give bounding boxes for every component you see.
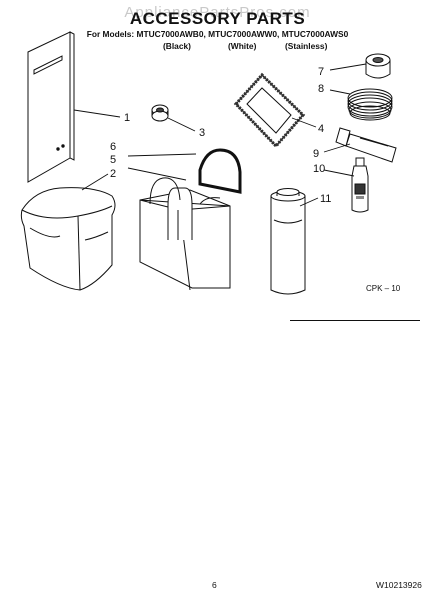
callout-2: 2: [110, 168, 116, 180]
variant-stainless: (Stainless): [285, 41, 328, 51]
watermark: AppliancePartsPros.com: [124, 4, 311, 21]
door-panel-part: [27, 31, 75, 183]
seal-sheet-part: [233, 72, 306, 149]
callout-7: 7: [318, 66, 324, 78]
callout-8: 8: [318, 83, 324, 95]
variant-white: (White): [228, 41, 257, 51]
callout-3: 3: [199, 127, 205, 139]
callout-11: 11: [320, 193, 331, 205]
bottle-part: [351, 157, 369, 213]
spray-can-part: [270, 188, 306, 295]
bag-part: [20, 187, 116, 291]
cap-part: [151, 104, 169, 122]
adhesive-tube-part: [335, 127, 397, 163]
callout-6: 6: [110, 141, 116, 153]
page-number: 6: [212, 580, 217, 590]
models-line: For Models: MTUC7000AWB0, MTUC7000AWW0, …: [86, 29, 349, 39]
bag-holder-part: [139, 177, 231, 291]
page-title: ACCESSORY PARTS: [129, 9, 306, 28]
variant-black: (Black): [163, 41, 191, 51]
callout-5: 5: [110, 154, 116, 166]
callout-10: 10: [313, 163, 325, 175]
frame-gasket-part: [198, 148, 242, 194]
tubing-coil-part: [347, 88, 393, 121]
callout-9: 9: [313, 148, 319, 160]
callout-4: 4: [318, 123, 324, 135]
diagram-code: CPK – 10: [366, 284, 401, 293]
divider-rule: [290, 320, 420, 321]
callout-1: 1: [124, 112, 130, 124]
tape-roll-part: [365, 53, 391, 79]
leader-lines: [73, 63, 367, 207]
document-number: W10213926: [376, 580, 422, 590]
